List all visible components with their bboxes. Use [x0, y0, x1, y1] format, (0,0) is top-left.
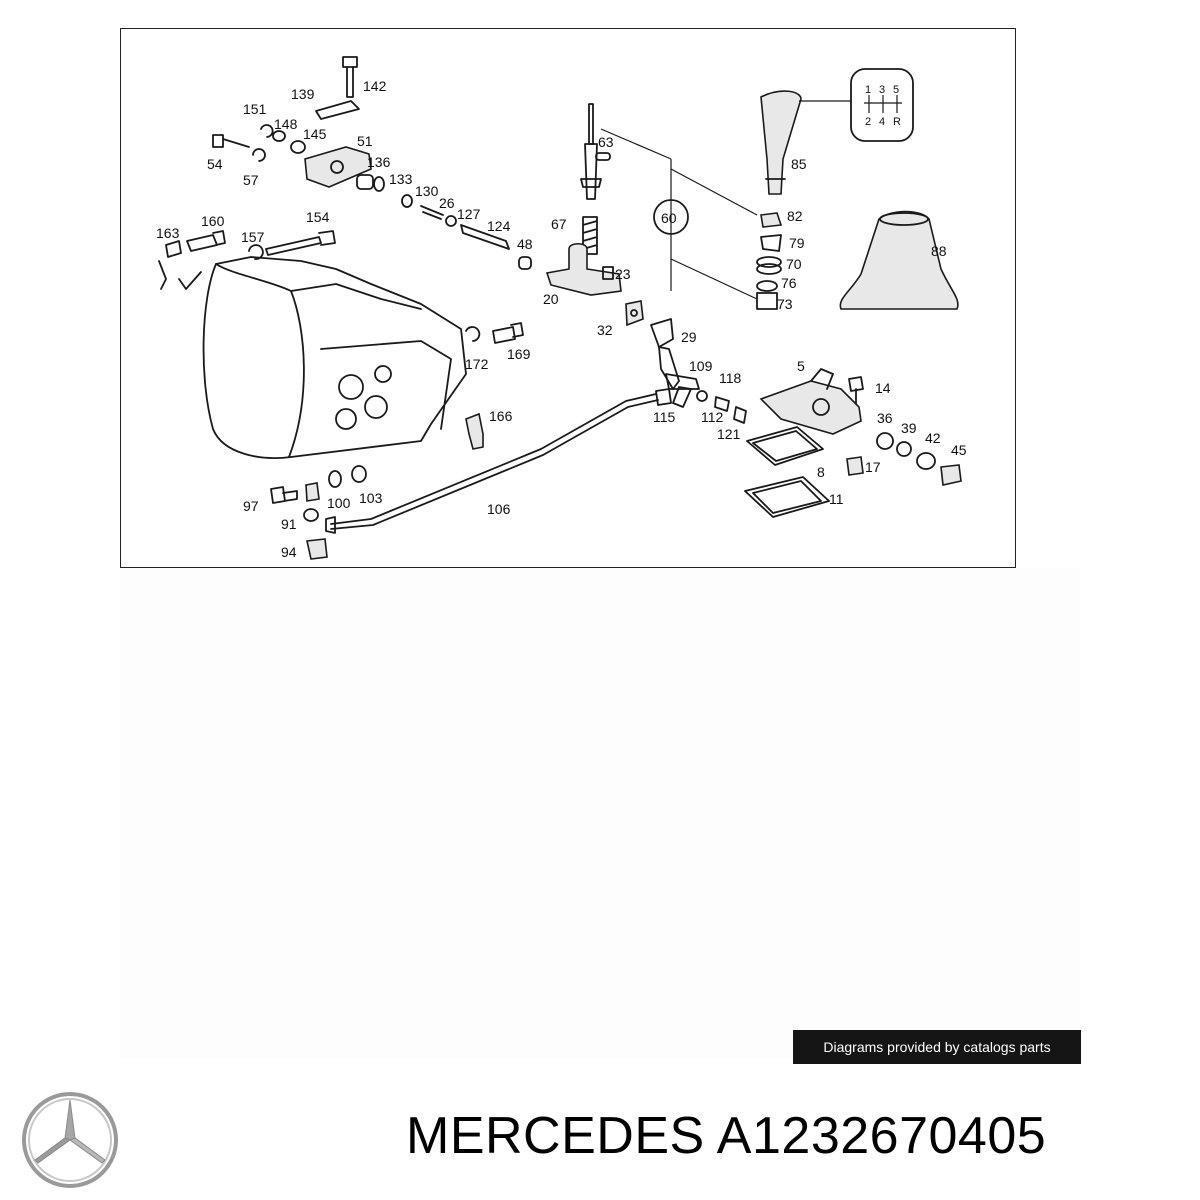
gear-1: 1	[865, 84, 871, 96]
label-118: 118	[719, 370, 742, 386]
label-48: 48	[517, 236, 533, 252]
gear-R: R	[893, 116, 901, 128]
label-23: 23	[615, 266, 631, 282]
label-5: 5	[797, 358, 805, 374]
brand-name: MERCEDES	[406, 1107, 705, 1165]
label-94: 94	[281, 544, 297, 560]
shift-link-rod	[325, 388, 672, 534]
label-85: 85	[791, 156, 807, 172]
middle-fasteners	[465, 322, 524, 450]
label-11: 11	[829, 491, 844, 507]
label-54: 54	[207, 156, 223, 172]
label-32: 32	[597, 322, 613, 338]
gear-3: 3	[879, 84, 885, 96]
top-left-fasteners	[212, 56, 532, 270]
part-title: MERCEDES A1232670405	[406, 1106, 1046, 1166]
label-63: 63	[598, 134, 614, 150]
label-42: 42	[925, 430, 941, 446]
label-115: 115	[653, 409, 676, 425]
label-163: 163	[156, 225, 180, 241]
label-57: 57	[243, 172, 259, 188]
label-121: 121	[717, 426, 741, 442]
label-76: 76	[781, 275, 797, 291]
part-labels: 142 139 151 148 145 51 54 57 136 133 130…	[156, 78, 967, 560]
label-14: 14	[875, 380, 891, 396]
label-17: 17	[865, 459, 881, 475]
label-36: 36	[877, 410, 893, 426]
label-8: 8	[817, 464, 825, 480]
label-151: 151	[243, 101, 267, 117]
label-130: 130	[415, 183, 439, 199]
label-88: 88	[931, 243, 947, 259]
label-39: 39	[901, 420, 917, 436]
label-136: 136	[367, 154, 391, 170]
label-109: 109	[689, 358, 713, 374]
label-26: 26	[439, 195, 455, 211]
label-160: 160	[201, 213, 225, 229]
gear-knob	[760, 90, 851, 195]
label-79: 79	[789, 235, 805, 251]
label-106: 106	[487, 501, 511, 517]
label-29: 29	[681, 329, 697, 345]
left-bolts	[165, 230, 336, 260]
label-20: 20	[543, 291, 559, 307]
exploded-view-drawing: 142 139 151 148 145 51 54 57 136 133 130…	[156, 56, 967, 560]
shift-pattern-labels: 1 3 5 2 4 R	[865, 84, 901, 128]
diagram-credit-badge: Diagrams provided by catalogs parts	[793, 1030, 1081, 1064]
label-70: 70	[786, 256, 802, 272]
label-166: 166	[489, 408, 513, 424]
label-142: 142	[363, 78, 387, 94]
label-145: 145	[303, 126, 327, 142]
parts-diagram: 142 139 151 148 145 51 54 57 136 133 130…	[120, 28, 1016, 568]
gear-boot	[839, 210, 959, 310]
label-60: 60	[661, 210, 677, 226]
label-157: 157	[241, 229, 265, 245]
label-45: 45	[951, 442, 967, 458]
shift-pattern-plate	[850, 68, 914, 142]
shift-rod-assembly	[545, 103, 747, 424]
label-91: 91	[281, 516, 297, 532]
label-82: 82	[787, 208, 803, 224]
label-67: 67	[551, 216, 567, 232]
label-97: 97	[243, 498, 259, 514]
label-127: 127	[457, 206, 481, 222]
gear-4: 4	[879, 116, 885, 128]
gear-2: 2	[865, 116, 871, 128]
shift-console	[744, 368, 962, 518]
gearlever-bushings	[756, 212, 783, 310]
label-73: 73	[777, 296, 793, 312]
label-133: 133	[389, 171, 413, 187]
gear-5: 5	[893, 84, 899, 96]
label-154: 154	[306, 209, 330, 225]
label-124: 124	[487, 218, 511, 234]
label-100: 100	[327, 495, 351, 511]
label-103: 103	[359, 490, 383, 506]
bottom-left-fasteners	[270, 465, 367, 560]
label-169: 169	[507, 346, 531, 362]
transmission-housing	[158, 256, 467, 459]
label-172: 172	[465, 356, 489, 372]
part-number: A1232670405	[716, 1107, 1047, 1165]
group-60-leaders	[600, 128, 758, 300]
label-51: 51	[357, 133, 373, 149]
mercedes-star-icon	[18, 1088, 122, 1197]
label-139: 139	[291, 86, 315, 102]
label-112: 112	[701, 409, 724, 425]
label-148: 148	[274, 116, 298, 132]
diagram-backdrop	[120, 568, 1080, 1058]
